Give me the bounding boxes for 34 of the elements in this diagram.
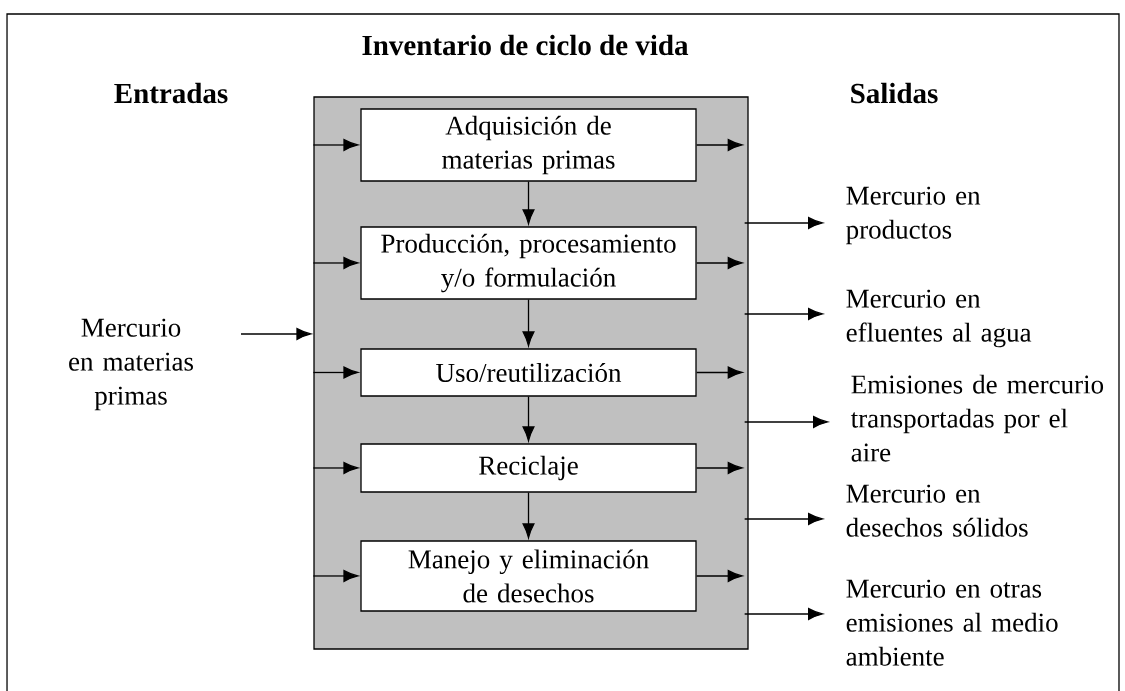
arrow [312, 257, 359, 269]
arrow [744, 416, 828, 428]
arrow [522, 299, 535, 347]
arrow [696, 139, 743, 151]
title: Inventario de ciclo de vida [362, 34, 689, 56]
process-box: Reciclaje [360, 443, 697, 493]
arrow [522, 396, 535, 442]
process-box: Manejo y eliminación de desechos [360, 540, 697, 612]
flow-label: Mercurio en productos [846, 186, 981, 245]
flow-label: Mercurio en materias primas [69, 318, 194, 411]
arrow [744, 217, 823, 229]
flow-label: Emisiones de mercurio transportadas por el aire [850, 374, 1104, 462]
arrow [312, 366, 359, 379]
process-box: Adquisición de materias primas [360, 108, 697, 182]
arrow [744, 513, 823, 525]
arrow [696, 257, 743, 269]
arrow [522, 181, 535, 225]
process-box: Producción, procesamiento y/o formulación [360, 226, 697, 300]
arrow [312, 462, 359, 474]
process-box: Uso/reutilización [360, 348, 697, 397]
arrow [522, 492, 535, 539]
flow-label: Mercurio en otras emisiones al medio ambiente [846, 579, 1058, 666]
arrow [744, 308, 823, 320]
flow-label: Mercurio en desechos sólidos [846, 484, 1028, 537]
column-heading: Salidas [851, 82, 938, 104]
arrow [744, 608, 823, 620]
arrow [312, 139, 359, 151]
arrow [240, 328, 312, 340]
arrow [696, 462, 743, 474]
column-heading: Entradas [114, 82, 228, 104]
arrow [696, 570, 743, 582]
flow-label: Mercurio en efluentes al agua [846, 289, 1032, 348]
arrow [696, 366, 743, 379]
arrow [312, 570, 359, 582]
